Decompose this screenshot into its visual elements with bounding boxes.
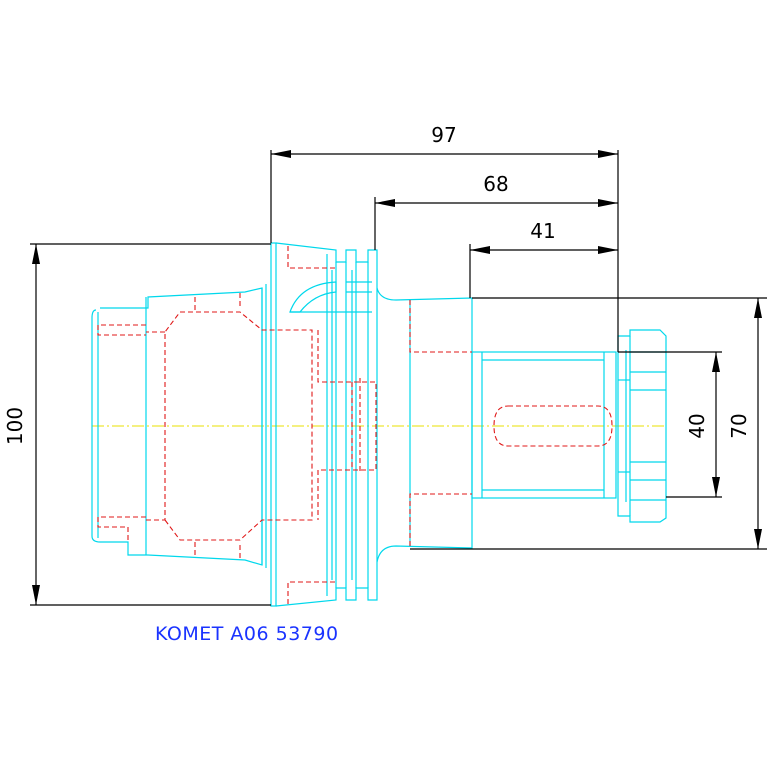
dim-label-41: 41 <box>530 219 555 243</box>
dim-label-70: 70 <box>727 413 751 438</box>
tool-outline <box>91 242 667 607</box>
dim-label-97: 97 <box>431 123 456 147</box>
part-label: KOMET A06 53790 <box>155 623 339 645</box>
dimension-lines <box>30 150 767 606</box>
dim-label-100: 100 <box>3 407 27 445</box>
dim-label-40: 40 <box>685 413 709 438</box>
hidden-lines <box>97 246 613 604</box>
dim-label-68: 68 <box>483 172 508 196</box>
